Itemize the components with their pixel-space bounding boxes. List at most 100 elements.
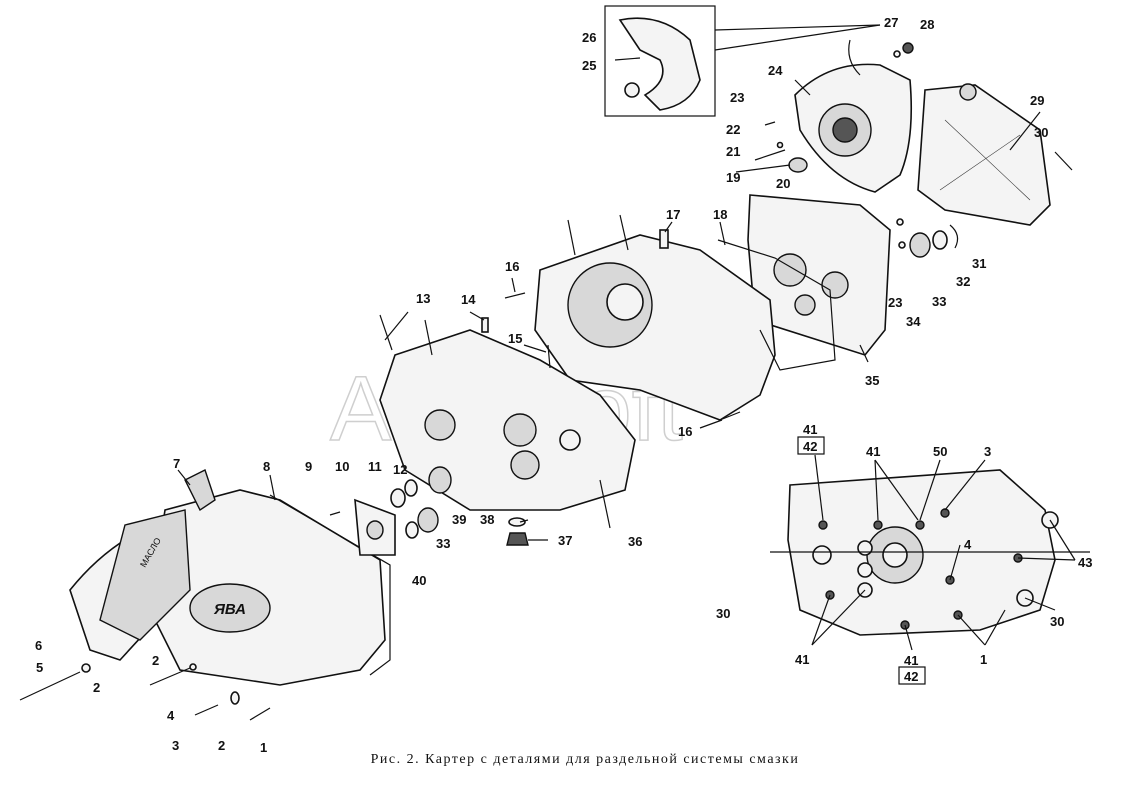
label-17: 17 [666, 207, 680, 222]
label-26: 26 [582, 30, 596, 45]
label-10: 10 [335, 459, 349, 474]
bore-a [773, 253, 807, 287]
cover-29 [917, 83, 1073, 226]
label-19: 19 [726, 170, 740, 185]
leader-lines [177, 79, 1041, 541]
leader-r41d [904, 624, 913, 651]
screw-25 [614, 57, 641, 61]
inset-hole [624, 82, 640, 98]
crankcase-half-lower-36 [379, 314, 636, 546]
label-r50: 50 [933, 444, 947, 459]
figure-caption: Рис. 2. Картер с деталями для раздельной… [370, 752, 800, 767]
label-16a: 16 [505, 259, 519, 274]
label-37: 37 [558, 533, 572, 548]
leader-15 [523, 344, 547, 353]
bolt-3 [194, 704, 219, 716]
leader-r41c1 [811, 594, 831, 646]
label-28: 28 [920, 17, 934, 32]
bore-view-a [857, 540, 873, 556]
cover-boss [959, 83, 977, 101]
bore-c [794, 294, 816, 316]
bore-view-b [857, 562, 873, 578]
assembled-crankcase-view [770, 436, 1090, 685]
cover-rib-1 [944, 119, 1031, 201]
leader-8 [269, 474, 276, 501]
dowel-16a [504, 292, 526, 299]
bore-b [821, 271, 849, 299]
box-r42b [898, 666, 926, 685]
leader-19 [735, 164, 791, 173]
leader-17 [664, 221, 673, 233]
gearbox-housing [747, 194, 891, 356]
screw-pt-9 [873, 520, 883, 530]
leader-38 [519, 519, 529, 523]
label-39: 39 [452, 512, 466, 527]
leader-36 [599, 479, 611, 529]
leader-24 [794, 79, 811, 96]
label-r1: 1 [980, 652, 987, 667]
wire-lead [848, 39, 861, 76]
label-24: 24 [768, 63, 783, 78]
stud-a [567, 219, 576, 256]
screw-21 [754, 149, 786, 161]
filler-neck-7 [184, 469, 216, 512]
bolt-1 [249, 707, 271, 721]
label-r41b: 41 [866, 444, 880, 459]
dowel-17 [659, 229, 669, 249]
gear-bore-a [503, 413, 537, 447]
label-22: 22 [726, 122, 740, 137]
leader-35 [859, 344, 869, 363]
bolt-30 [1054, 151, 1073, 171]
label-13: 13 [416, 291, 430, 306]
label-35: 35 [865, 373, 879, 388]
label-r3: 3 [984, 444, 991, 459]
leader-r41c2 [811, 589, 866, 646]
leader-7 [177, 469, 191, 486]
label-8: 8 [263, 459, 270, 474]
leader-r30b [1024, 597, 1056, 611]
label-29: 29 [1030, 93, 1044, 108]
label-20: 20 [776, 176, 790, 191]
label-31: 31 [972, 256, 986, 271]
gasket-8 [269, 494, 391, 676]
label-16b: 16 [678, 424, 692, 439]
ball-34b [898, 241, 906, 249]
label-12: 12 [393, 462, 407, 477]
drain-plug-37 [506, 532, 529, 546]
label-23a: 23 [888, 295, 902, 310]
label-34: 34 [906, 314, 921, 329]
label-33b: 33 [932, 294, 946, 309]
label-5: 5 [36, 660, 43, 675]
label-23b: 23 [730, 90, 744, 105]
label-27: 27 [884, 15, 898, 30]
plug-15 [547, 344, 551, 369]
label-r42b: 42 [904, 669, 918, 684]
label-4: 4 [167, 708, 175, 723]
circlip-31 [949, 224, 959, 249]
label-6: 6 [35, 638, 42, 653]
inset-leader-2 [714, 24, 881, 31]
bolt-4 [149, 667, 191, 686]
screw-9 [329, 511, 341, 516]
label-r43: 43 [1078, 555, 1092, 570]
plug-28 [902, 42, 914, 54]
label-1a: 1 [260, 740, 267, 755]
stator-hub [832, 117, 858, 143]
clutch-cover-8 [149, 489, 386, 686]
gasket-18 [717, 239, 836, 371]
leader-r4 [949, 544, 961, 581]
washer-2c [230, 691, 240, 705]
leader-r1a [957, 614, 986, 646]
inset-bracket [618, 17, 701, 111]
ring-40 [405, 521, 419, 539]
label-15: 15 [508, 331, 522, 346]
leader-16b [699, 419, 723, 429]
leader-29 [1009, 111, 1041, 151]
leader-16a [511, 277, 516, 293]
gearbox-block-35 [747, 194, 959, 356]
pin-23 [764, 121, 776, 126]
label-7: 7 [173, 456, 180, 471]
bearing-33-top [909, 232, 931, 258]
